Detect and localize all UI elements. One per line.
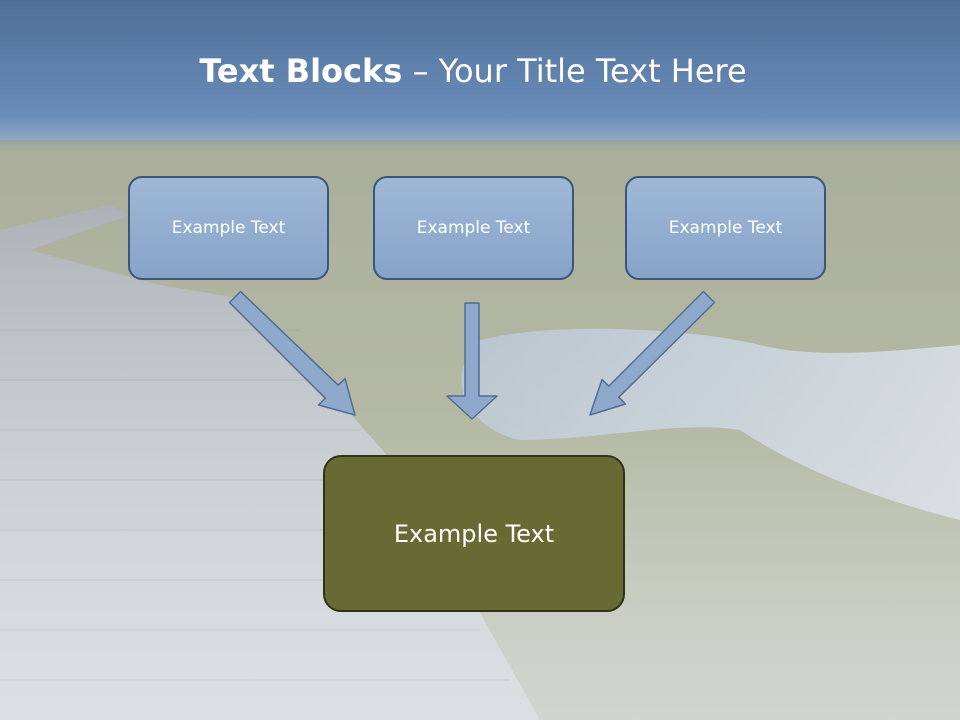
text-block-1[interactable]: Example Text xyxy=(128,176,329,280)
title-rest: – Your Title Text Here xyxy=(402,52,747,90)
arrow-down-icon xyxy=(446,302,498,420)
arrow-left-icon xyxy=(228,290,356,416)
slide-title: Text Blocks – Your Title Text Here xyxy=(0,52,946,90)
text-block-3[interactable]: Example Text xyxy=(625,176,826,280)
arrow-right-icon xyxy=(589,290,716,416)
main-text-block[interactable]: Example Text xyxy=(323,455,625,612)
main-text-block-label: Example Text xyxy=(393,519,555,548)
text-block-2-label: Example Text xyxy=(416,218,531,238)
text-block-1-label: Example Text xyxy=(171,218,286,238)
text-block-2[interactable]: Example Text xyxy=(373,176,574,280)
title-bold: Text Blocks xyxy=(199,52,403,90)
title-band xyxy=(0,0,960,150)
text-block-3-label: Example Text xyxy=(668,218,783,238)
